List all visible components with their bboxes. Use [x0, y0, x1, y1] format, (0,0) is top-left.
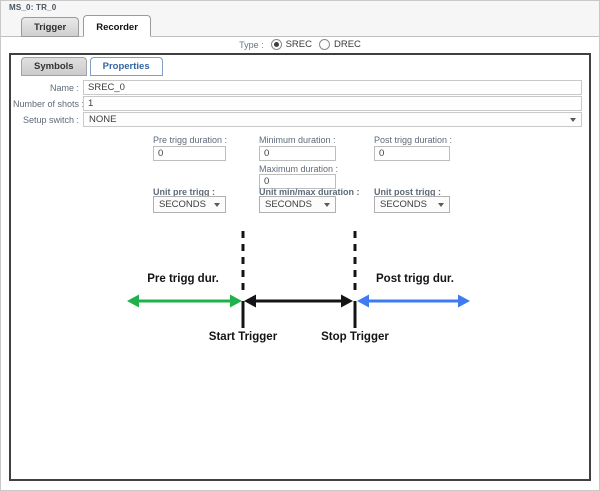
- unit-post-trigg-label: Unit post trigg :: [374, 187, 441, 197]
- unit-pre-trigg-select[interactable]: SECONDS: [153, 196, 226, 213]
- unit-pre-trigg-value: SECONDS: [159, 199, 206, 210]
- post-trigg-duration-label: Post trigg duration :: [374, 135, 453, 145]
- drec-radio-label: DREC: [334, 39, 361, 50]
- shots-row: Number of shots :: [13, 96, 582, 111]
- name-field[interactable]: [83, 80, 582, 95]
- window-title: MS_0: TR_0: [9, 3, 57, 12]
- tab-properties[interactable]: Properties: [89, 57, 163, 76]
- shots-label: Number of shots :: [13, 98, 85, 109]
- maximum-duration-field[interactable]: [259, 174, 336, 189]
- tab-symbols[interactable]: Symbols: [21, 57, 87, 76]
- shots-field[interactable]: [83, 96, 582, 111]
- radio-checked-icon: [270, 39, 282, 50]
- pre-trigg-arrowhead-right: [230, 294, 242, 308]
- post-trigg-arrowhead-right: [458, 294, 470, 308]
- unit-minmax-select[interactable]: SECONDS: [259, 196, 336, 213]
- unit-post-trigg-value: SECONDS: [380, 199, 427, 210]
- sub-tab-bar: Symbols Properties: [21, 57, 163, 76]
- tab-trigger[interactable]: Trigger: [21, 17, 80, 37]
- setup-switch-label: Setup switch :: [22, 114, 79, 125]
- recorder-panel: Symbols Properties Name : Number of shot…: [9, 53, 591, 481]
- name-row: Name :: [13, 80, 582, 95]
- unit-pre-trigg-label: Unit pre trigg :: [153, 187, 215, 197]
- main-tab-bar: Trigger Recorder: [21, 15, 151, 37]
- chevron-down-icon: [214, 202, 220, 207]
- stop-trigger-label: Stop Trigger: [321, 331, 389, 343]
- name-label: Name :: [49, 82, 79, 93]
- srec-radio[interactable]: SREC: [270, 39, 312, 50]
- drec-radio[interactable]: DREC: [319, 39, 361, 50]
- post-trigg-dur-label: Post trigg dur.: [376, 273, 454, 285]
- interval-arrowhead-left: [244, 294, 256, 308]
- post-trigg-arrowhead-left: [357, 294, 369, 308]
- chevron-down-icon: [438, 202, 444, 207]
- radio-unchecked-icon: [319, 39, 330, 50]
- window-header: MS_0: TR_0 Trigger Recorder: [1, 1, 599, 37]
- chevron-down-icon: [324, 202, 330, 207]
- type-row: Type : SREC DREC: [1, 37, 599, 52]
- post-trigg-duration-field[interactable]: [374, 146, 450, 161]
- tab-recorder[interactable]: Recorder: [83, 15, 151, 37]
- maximum-duration-label: Maximum duration :: [259, 164, 339, 174]
- setup-switch-value: NONE: [89, 114, 117, 125]
- setup-switch-select[interactable]: NONE: [83, 112, 582, 127]
- setup-switch-row: Setup switch : NONE: [13, 112, 582, 127]
- unit-post-trigg-select[interactable]: SECONDS: [374, 196, 450, 213]
- minimum-duration-field[interactable]: [259, 146, 336, 161]
- pre-trigg-duration-field[interactable]: [153, 146, 226, 161]
- timing-diagram: [127, 231, 470, 328]
- type-label: Type :: [239, 39, 264, 50]
- srec-radio-label: SREC: [285, 39, 312, 50]
- pre-trigg-dur-label: Pre trigg dur.: [147, 273, 219, 285]
- unit-minmax-value: SECONDS: [265, 199, 312, 210]
- chevron-down-icon: [570, 117, 576, 122]
- pre-trigg-duration-label: Pre trigg duration :: [153, 135, 228, 145]
- unit-minmax-label: Unit min/max duration :: [259, 187, 360, 197]
- minimum-duration-label: Minimum duration :: [259, 135, 336, 145]
- interval-arrowhead-right: [341, 294, 353, 308]
- pre-trigg-arrowhead-left: [127, 294, 139, 308]
- start-trigger-label: Start Trigger: [208, 331, 278, 343]
